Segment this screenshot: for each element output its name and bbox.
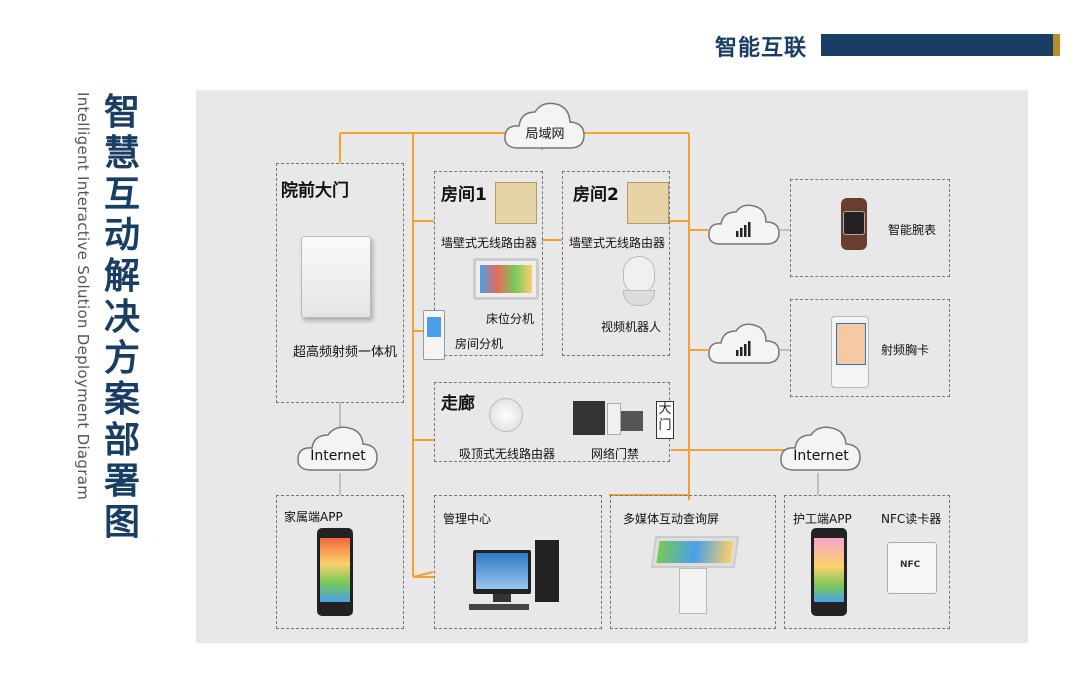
keyboard-icon — [469, 604, 529, 610]
video-robot-icon — [623, 256, 655, 294]
lan-label: 局域网 — [525, 127, 565, 142]
gate-box: 院前大门 超高频射频一体机 — [276, 163, 404, 403]
management-label: 管理中心 — [443, 512, 492, 526]
video-robot-label: 视频机器人 — [601, 320, 662, 334]
pc-tower-icon — [535, 540, 559, 602]
gate-title: 院前大门 — [281, 181, 349, 201]
diagram-canvas: 局域网 院前大门 超高频射频一体机 Internet 家属端APP 房间1 墙壁… — [196, 90, 1028, 643]
corridor-box: 走廊 吸顶式无线路由器 网络门禁 大门 — [434, 382, 674, 462]
room1-router-label: 墙壁式无线路由器 — [441, 236, 538, 250]
side-subtitle: Intelligent Interactive Solution Deploym… — [74, 92, 92, 501]
family-label: 家属端APP — [284, 510, 343, 524]
gate-device-label: 超高频射频一体机 — [293, 345, 398, 360]
nurse-box: 护工端APP NFC读卡器 NFC — [784, 495, 950, 629]
video-robot-base-icon — [623, 290, 655, 306]
monitor-stand-icon — [493, 594, 511, 602]
smart-watch-label: 智能腕表 — [888, 223, 937, 237]
kiosk-label: 多媒体互动查询屏 — [623, 512, 720, 526]
access-reader-icon — [607, 403, 621, 435]
nfc-mark: NFC — [900, 560, 921, 570]
access-keypad-icon — [573, 401, 605, 435]
wifi-cloud-bottom-icon — [708, 323, 780, 364]
watch-box: 智能腕表 — [790, 179, 950, 277]
main-door-sign: 大门 — [656, 401, 674, 439]
nurse-phone-icon — [811, 528, 847, 616]
ceiling-router-icon — [489, 398, 523, 432]
access-control-label: 网络门禁 — [591, 447, 640, 461]
bed-terminal-label: 床位分机 — [486, 312, 535, 326]
kiosk-box: 多媒体互动查询屏 — [610, 495, 776, 629]
header-bar — [821, 34, 1059, 56]
access-controller-icon — [621, 411, 643, 431]
smart-watch-icon — [841, 198, 867, 250]
room2-router-label: 墙壁式无线路由器 — [569, 236, 666, 250]
room1-box: 房间1 墙壁式无线路由器 床位分机 房间分机 — [434, 171, 543, 356]
monitor-icon — [473, 550, 531, 594]
management-box: 管理中心 — [434, 495, 602, 629]
corridor-title: 走廊 — [441, 394, 475, 414]
kiosk-screen-icon — [650, 536, 740, 568]
kiosk-stand-icon — [679, 568, 707, 614]
internet-right-cloud-icon — [780, 426, 861, 471]
bed-terminal-icon — [473, 258, 539, 300]
room-ext-label: 房间分机 — [455, 337, 504, 351]
internet-left-label: Internet — [310, 448, 366, 464]
rfid-badge-label: 射频胸卡 — [881, 343, 930, 357]
family-box: 家属端APP — [276, 495, 404, 629]
nurse-app-label: 护工端APP — [793, 512, 852, 526]
nfc-reader-icon: NFC — [887, 542, 937, 594]
internet-left-cloud-icon — [297, 426, 378, 471]
internet-right-label: Internet — [793, 448, 849, 464]
rfid-reader-icon — [301, 236, 371, 318]
room-ext-device-icon — [423, 310, 445, 360]
ceiling-router-label: 吸顶式无线路由器 — [459, 447, 556, 461]
header-title: 智能互联 — [715, 36, 808, 61]
lan-cloud-icon — [504, 102, 585, 149]
room2-title: 房间2 — [573, 185, 619, 205]
side-title: 智慧互 动解决 方案部 署图 — [103, 92, 140, 543]
room1-title: 房间1 — [441, 185, 487, 205]
room2-box: 房间2 墙壁式无线路由器 视频机器人 — [562, 171, 670, 356]
room2-wall-router-icon — [627, 182, 669, 224]
family-phone-icon — [317, 528, 353, 616]
rfid-badge-icon — [831, 316, 869, 388]
card-box: 射频胸卡 — [790, 299, 950, 397]
room1-wall-router-icon — [495, 182, 537, 224]
header-accent — [1053, 34, 1060, 56]
nfc-reader-label: NFC读卡器 — [881, 512, 942, 526]
wifi-cloud-top-icon — [708, 204, 780, 245]
